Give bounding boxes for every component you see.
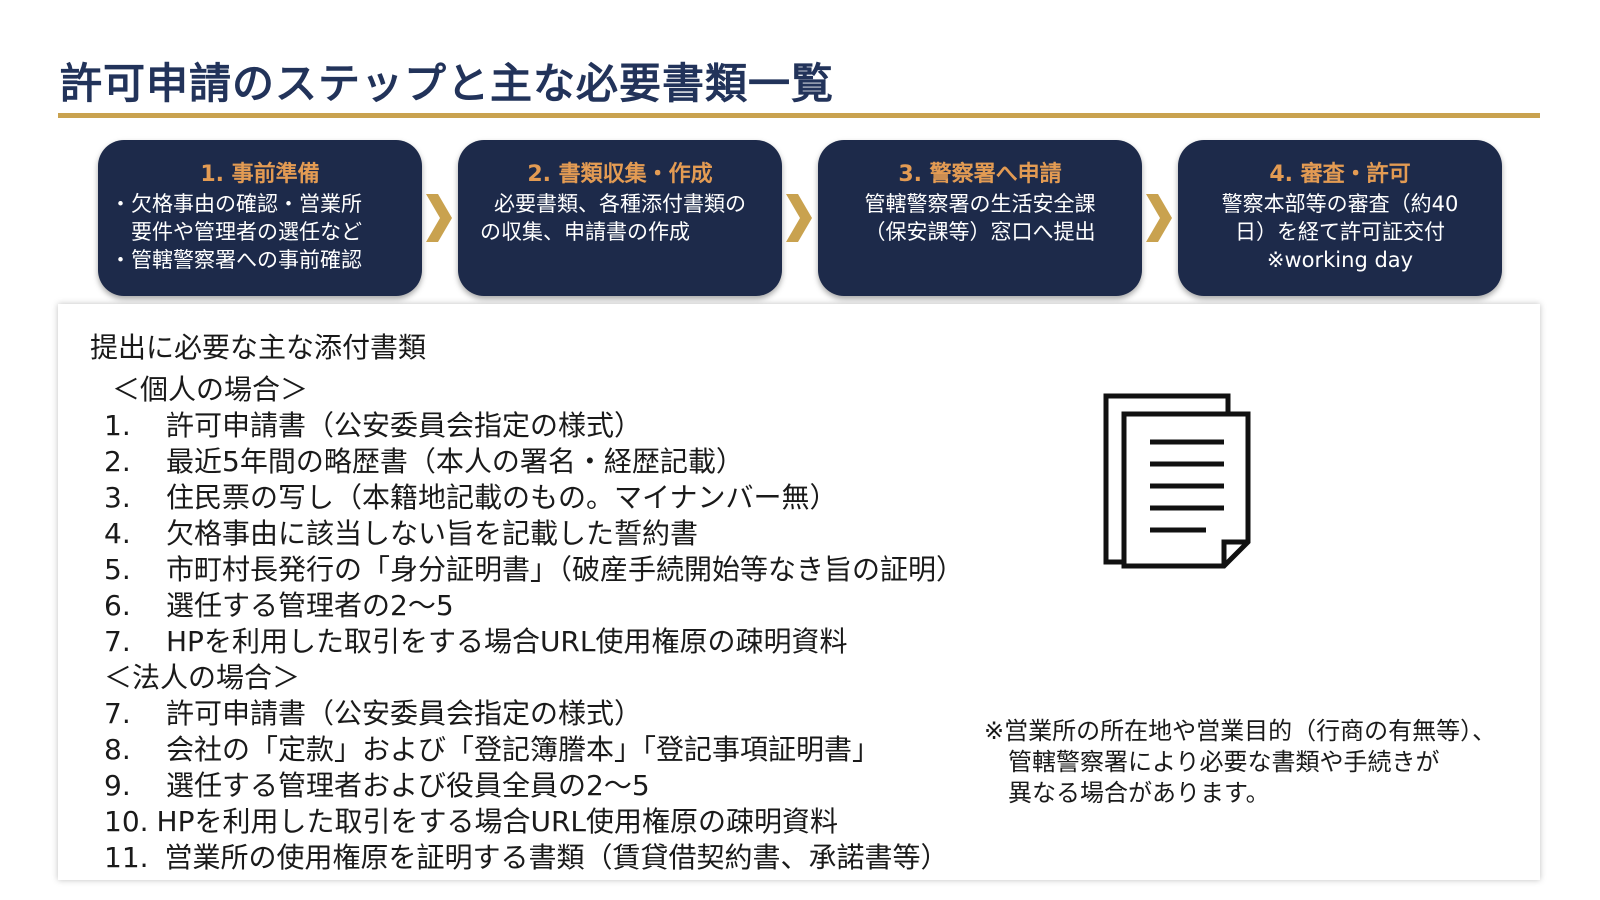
chevron-right-icon bbox=[786, 194, 812, 242]
item-text: 許可申請書（公安委員会指定の様式） bbox=[166, 409, 643, 442]
corporate-header: ＜法人の場合＞ bbox=[104, 661, 301, 694]
list-item: 7. HPを利用した取引をする場合URL使用権原の疎明資料 bbox=[104, 624, 964, 660]
step-line: （保安課等）窓口へ提出 bbox=[864, 220, 1096, 244]
item-text: 市町村長発行の「身分証明書」（破産手続開始等なき旨の証明） bbox=[166, 553, 965, 586]
list-item: 4. 欠格事由に該当しない旨を記載した誓約書 bbox=[104, 516, 964, 552]
step-line: ・欠格事由の確認・営業所 bbox=[110, 192, 362, 216]
step-title: 1. 事前準備 bbox=[200, 162, 320, 187]
step-card-4: 4. 審査・許可 警察本部等の審査（約40 日）を経て許可証交付 ※workin… bbox=[1178, 140, 1502, 296]
documents-icon bbox=[1103, 393, 1251, 569]
item-number: 7. bbox=[104, 697, 131, 730]
chevron-right-icon bbox=[1146, 194, 1172, 242]
step-line: 必要書類、各種添付書類の bbox=[494, 192, 746, 216]
note-line: 管轄警察署により必要な書類や手続きが bbox=[984, 748, 1440, 776]
item-text: 会社の「定款」および「登記簿謄本」「登記事項証明書」 bbox=[166, 733, 881, 766]
documents-panel bbox=[58, 304, 1540, 880]
item-text: 許可申請書（公安委員会指定の様式） bbox=[166, 697, 643, 730]
step-line: 要件や管理者の選任など bbox=[110, 220, 362, 244]
step-card-1: 1. 事前準備 ・欠格事由の確認・営業所 要件や管理者の選任など ・管轄警察署へ… bbox=[98, 140, 422, 296]
item-number: 2. bbox=[104, 445, 131, 478]
disclaimer-note: ※営業所の所在地や営業目的（行商の有無等）、 管轄警察署により必要な書類や手続き… bbox=[984, 716, 1496, 809]
item-number: 6. bbox=[104, 589, 131, 622]
item-text: 最近5年間の略歴書（本人の署名・経歴記載） bbox=[166, 445, 744, 478]
list-item: 10.HPを利用した取引をする場合URL使用権原の疎明資料 bbox=[104, 804, 964, 840]
list-item: 3. 住民票の写し（本籍地記載のもの。マイナンバー無） bbox=[104, 480, 964, 516]
individual-header: ＜個人の場合＞ bbox=[112, 373, 309, 406]
step-card-3: 3. 警察署へ申請 管轄警察署の生活安全課 （保安課等）窓口へ提出 bbox=[818, 140, 1142, 296]
item-number: 5. bbox=[104, 553, 131, 586]
list-item: 11. 営業所の使用権原を証明する書類（賃貸借契約書、承諾書等） bbox=[104, 840, 964, 876]
item-number: 10. bbox=[104, 805, 149, 838]
item-text: HPを利用した取引をする場合URL使用権原の疎明資料 bbox=[156, 805, 839, 838]
page-title: 許可申請のステップと主な必要書類一覧 bbox=[60, 59, 835, 108]
step-line: ・管轄警察署への事前確認 bbox=[110, 248, 362, 272]
list-item: 5. 市町村長発行の「身分証明書」（破産手続開始等なき旨の証明） bbox=[104, 552, 964, 588]
documents-heading: 提出に必要な主な添付書類 bbox=[90, 331, 427, 364]
list-item: 8. 会社の「定款」および「登記簿謄本」「登記事項証明書」 bbox=[104, 732, 964, 768]
step-title: 2. 書類収集・作成 bbox=[527, 162, 713, 187]
item-text: 営業所の使用権原を証明する書類（賃貸借契約書、承諾書等） bbox=[164, 841, 949, 874]
documents-list: ＜個人の場合＞ 1. 許可申請書（公安委員会指定の様式） 2. 最近5年間の略歴書（… bbox=[104, 372, 964, 876]
item-text: 欠格事由に該当しない旨を記載した誓約書 bbox=[166, 517, 699, 550]
item-number: 4. bbox=[104, 517, 131, 550]
title-divider bbox=[58, 113, 1540, 118]
step-line: 警察本部等の審査（約40 bbox=[1221, 192, 1459, 216]
step-title: 3. 警察署へ申請 bbox=[898, 162, 1062, 187]
step-card-2: 2. 書類収集・作成 必要書類、各種添付書類の の収集、申請書の作成 bbox=[458, 140, 782, 296]
chevron-right-icon bbox=[426, 194, 452, 242]
list-item: 6. 選任する管理者の2～5 bbox=[104, 588, 964, 624]
item-number: 3. bbox=[104, 481, 131, 514]
item-number: 8. bbox=[104, 733, 131, 766]
item-number: 9. bbox=[104, 769, 131, 802]
item-text: 選任する管理者の2～5 bbox=[166, 589, 454, 622]
item-text: 選任する管理者および役員全員の2～5 bbox=[166, 769, 650, 802]
step-description: 必要書類、各種添付書類の の収集、申請書の作成 bbox=[458, 190, 782, 246]
item-number: 1. bbox=[104, 409, 131, 442]
note-line: ※営業所の所在地や営業目的（行商の有無等）、 bbox=[984, 717, 1497, 745]
item-text: HPを利用した取引をする場合URL使用権原の疎明資料 bbox=[166, 625, 848, 658]
list-item: 9. 選任する管理者および役員全員の2～5 bbox=[104, 768, 964, 804]
list-item: 7. 許可申請書（公安委員会指定の様式） bbox=[104, 696, 964, 732]
step-description: 管轄警察署の生活安全課 （保安課等）窓口へ提出 bbox=[818, 190, 1142, 246]
item-text: 住民票の写し（本籍地記載のもの。マイナンバー無） bbox=[166, 481, 838, 514]
item-number: 7. bbox=[104, 625, 131, 658]
step-description: 警察本部等の審査（約40 日）を経て許可証交付 ※working day bbox=[1178, 190, 1502, 274]
step-line: ※working day bbox=[1266, 248, 1414, 272]
list-item: 1. 許可申請書（公安委員会指定の様式） bbox=[104, 408, 964, 444]
note-line: 異なる場合があります。 bbox=[984, 779, 1270, 807]
list-item: 2. 最近5年間の略歴書（本人の署名・経歴記載） bbox=[104, 444, 964, 480]
step-line: 管轄警察署の生活安全課 bbox=[864, 192, 1096, 216]
step-title: 4. 審査・許可 bbox=[1269, 162, 1411, 187]
step-line: 日）を経て許可証交付 bbox=[1235, 220, 1445, 244]
item-number: 11. bbox=[104, 841, 149, 874]
step-line: の収集、申請書の作成 bbox=[480, 220, 690, 244]
step-description: ・欠格事由の確認・営業所 要件や管理者の選任など ・管轄警察署への事前確認 bbox=[98, 190, 422, 274]
